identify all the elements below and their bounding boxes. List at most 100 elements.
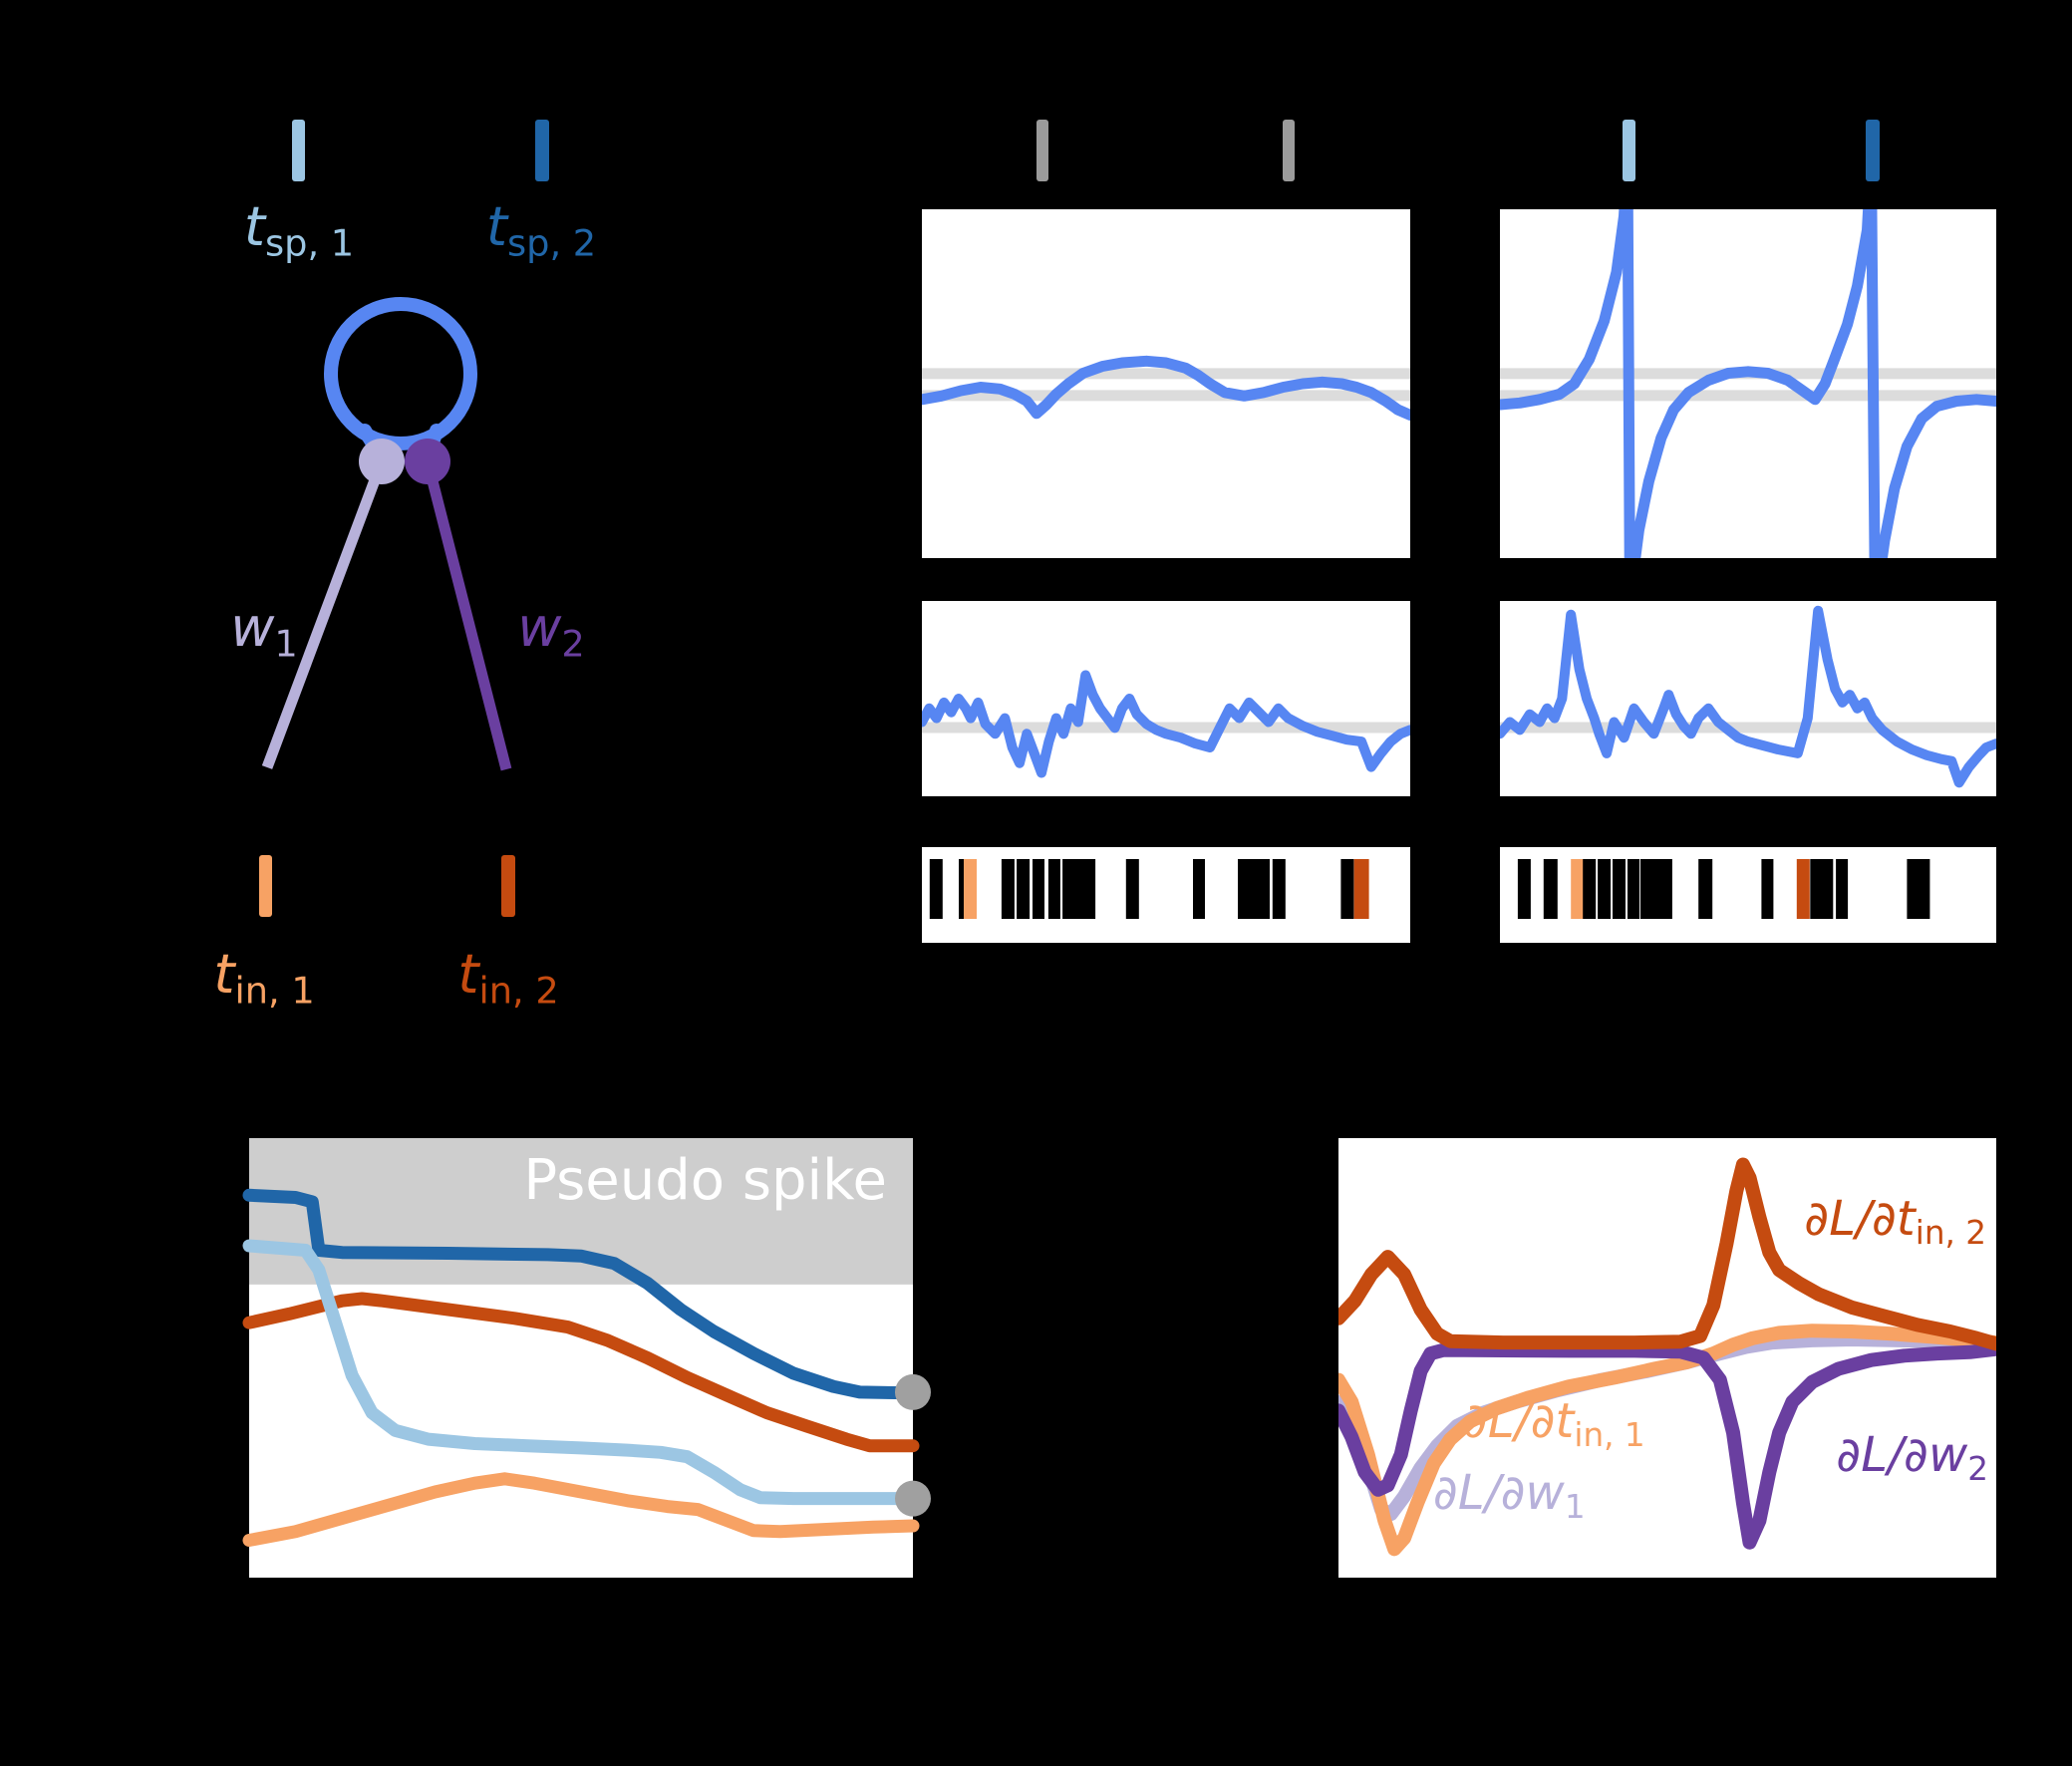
neuron-diagram <box>261 297 512 771</box>
grad-tin2-sub: in, 2 <box>1915 1214 1986 1253</box>
spike-event <box>1238 859 1270 919</box>
w2-sub: 2 <box>561 622 585 666</box>
spike-event <box>1033 859 1044 919</box>
label-w1: w1 <box>199 598 329 665</box>
label-tin1: tin, 1 <box>189 945 339 1012</box>
tsp1-var: t <box>243 195 266 258</box>
tin2-var: t <box>457 943 479 1006</box>
membrane-chart-before <box>922 355 1410 421</box>
tin2-sub: in, 2 <box>478 969 559 1013</box>
out-after-marker-2 <box>1866 120 1880 181</box>
gradients-panel: ∂L/∂tin, 2 ∂L/∂tin, 1 ∂L/∂w1 ∂L/∂w2 <box>1338 1138 1996 1578</box>
series-tsp2-trajectory <box>242 1292 920 1453</box>
current-panel-after <box>1500 601 1996 796</box>
spike-event <box>1047 859 1060 919</box>
tsp1-sub: sp, 1 <box>265 221 355 265</box>
label-grad-tin1: ∂L/∂tin, 1 <box>1463 1395 1645 1454</box>
pseudo-spike-panel: Pseudo spike <box>242 1138 931 1578</box>
tin2-marker <box>501 855 515 917</box>
spike-event <box>1810 859 1834 919</box>
spike-event <box>1272 859 1286 919</box>
spike-event <box>1796 859 1810 919</box>
spike-event <box>1001 859 1015 919</box>
spike-event <box>1628 859 1639 919</box>
spike-event <box>1907 859 1930 919</box>
series-dL-dw2 <box>1338 1341 1996 1550</box>
pseudo-spike-chart <box>242 1138 931 1547</box>
spike-event <box>964 859 977 919</box>
spike-event <box>1543 859 1558 919</box>
grad-w1-var: ∂L/∂w <box>1433 1465 1565 1521</box>
out-before-marker-2 <box>1283 120 1295 181</box>
spike-event <box>1571 859 1585 919</box>
grad-tin1-var: ∂L/∂t <box>1463 1393 1575 1449</box>
spike-event <box>1125 859 1139 919</box>
label-grad-w2: ∂L/∂w2 <box>1836 1429 1988 1488</box>
label-grad-tin2: ∂L/∂tin, 2 <box>1804 1193 1986 1252</box>
grad-tin1-sub: in, 1 <box>1574 1416 1645 1455</box>
label-tsp1: tsp, 1 <box>224 197 374 264</box>
spike-event <box>1353 859 1369 919</box>
grad-w2-sub: 2 <box>1967 1450 1988 1489</box>
spike-event <box>1836 859 1849 919</box>
current-chart-after <box>1500 605 1996 788</box>
spike-event <box>1193 859 1205 919</box>
series-dL-dtin2 <box>1338 1157 1996 1351</box>
spike-event <box>1583 859 1597 919</box>
series-membrane-potential <box>1500 209 1996 558</box>
tin1-var: t <box>213 943 235 1006</box>
spike-event <box>1062 859 1096 919</box>
label-w2: w2 <box>486 598 616 665</box>
label-grad-w1: ∂L/∂w1 <box>1433 1467 1586 1526</box>
tsp2-marker <box>535 120 549 181</box>
synapse-dot-w1 <box>359 439 405 484</box>
spike-event <box>1761 859 1774 919</box>
membrane-panel-after <box>1500 209 1996 558</box>
neuron-soma-icon <box>324 297 477 450</box>
end-dot <box>895 1373 931 1410</box>
series-tsp1-trajectory <box>242 1472 920 1547</box>
w1-sub: 1 <box>274 622 298 666</box>
tsp1-marker <box>292 120 305 181</box>
current-chart-before <box>922 670 1410 778</box>
w2-var: w <box>517 596 562 659</box>
series-synaptic-current <box>1500 605 1996 788</box>
synapse-dot-w2 <box>405 439 450 484</box>
gradients-chart <box>1338 1157 1996 1557</box>
spike-event <box>929 859 943 919</box>
label-tin2: tin, 2 <box>434 945 583 1012</box>
current-panel-before <box>922 601 1410 796</box>
w1-var: w <box>230 596 275 659</box>
spike-event <box>1340 859 1354 919</box>
series-tsp1-time <box>242 1239 920 1506</box>
raster-chart-after <box>1517 859 1930 919</box>
end-dot <box>895 1480 931 1517</box>
synapse-line-w2 <box>422 459 512 771</box>
out-before-marker-1 <box>1036 120 1048 181</box>
tin1-marker <box>259 855 272 917</box>
spike-event <box>1639 859 1672 919</box>
synapse-line-w1 <box>261 459 388 769</box>
raster-chart-before <box>929 859 1369 919</box>
spike-event <box>1698 859 1713 919</box>
spike-event <box>1017 859 1031 919</box>
membrane-panel-before <box>922 209 1410 558</box>
spike-event <box>1613 859 1626 919</box>
grad-tin2-var: ∂L/∂t <box>1804 1191 1916 1247</box>
raster-panel-after <box>1500 847 1996 943</box>
spike-event <box>1517 859 1531 919</box>
label-tsp2: tsp, 2 <box>466 197 616 264</box>
out-after-marker-1 <box>1623 120 1635 181</box>
grad-w2-var: ∂L/∂w <box>1836 1427 1968 1483</box>
spike-event <box>1598 859 1612 919</box>
series-tsp2-time <box>242 1188 920 1400</box>
series-membrane-potential <box>922 355 1410 421</box>
series-dL-dtin1 <box>1338 1324 1996 1557</box>
membrane-chart-after <box>1500 209 1996 558</box>
grad-w1-sub: 1 <box>1564 1488 1586 1527</box>
pseudo-spike-band-label: Pseudo spike <box>523 1148 887 1213</box>
series-synaptic-current <box>922 670 1410 778</box>
raster-panel-before <box>922 847 1410 943</box>
tin1-sub: in, 1 <box>234 969 315 1013</box>
